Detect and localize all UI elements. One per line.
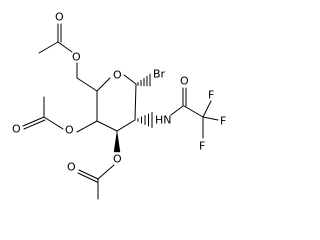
pyranose-ring bbox=[96, 74, 137, 132]
ring-oxygen-label: O bbox=[113, 69, 122, 82]
bond-carbonyl-cf3 bbox=[183, 105, 204, 118]
ring-bond-c5-o bbox=[96, 77, 111, 92]
bond-o4-carbonyl bbox=[43, 116, 64, 130]
bond-carbonyl-oxygen-4-a bbox=[22, 116, 45, 127]
ester-oxygen-4-label: O bbox=[65, 124, 74, 137]
ring-bond-c1-c2 bbox=[134, 83, 137, 121]
fluorine-1-label: F bbox=[208, 89, 214, 102]
anomeric-bromide: Br bbox=[137, 68, 166, 87]
bond-c5-c6 bbox=[76, 77, 98, 92]
hashed-bond-c2-n bbox=[137, 112, 153, 128]
ester-oxygen-3-label: O bbox=[113, 153, 122, 166]
amide-nitrogen-label: HN bbox=[155, 114, 172, 127]
wedge-bond-c3-o3 bbox=[113, 130, 121, 153]
fluorine-2-label: F bbox=[220, 115, 226, 128]
bond-n-carbonyl bbox=[170, 105, 184, 116]
acetate-group-c6: O O bbox=[38, 11, 98, 92]
acetate-group-c4: O O bbox=[12, 96, 98, 137]
carbonyl-oxygen-4-label: O bbox=[12, 123, 21, 136]
bond-carbonyl-oxygen-4-b bbox=[23, 119, 46, 130]
bond-o3-carbonyl bbox=[97, 164, 115, 180]
structure-svg: Br O O O O O O bbox=[12, 11, 226, 200]
bond-c4-o4 bbox=[76, 120, 98, 133]
amide-carbonyl-oxygen-label: O bbox=[180, 75, 189, 88]
bond-o6-carbonyl bbox=[57, 41, 73, 53]
hashed-bond-c1-br bbox=[137, 73, 151, 87]
ester-oxygen-6-label: O bbox=[72, 51, 81, 64]
carbonyl-oxygen-6-label: O bbox=[55, 11, 64, 24]
ring-bond-c2-c3 bbox=[116, 119, 136, 132]
molecule-structure-diagram: Br O O O O O O bbox=[12, 11, 226, 200]
trifluoroacetamide-group: HN O F F F bbox=[137, 75, 226, 153]
bond-cf3-f2 bbox=[202, 116, 219, 121]
acetate-group-c3: O O bbox=[67, 130, 122, 200]
ring-bond-c3-c4 bbox=[96, 120, 118, 132]
fluorine-3-label: F bbox=[199, 140, 205, 153]
bond-carbonyl-oxygen-3-a bbox=[78, 169, 99, 180]
bond-carbonyl-methyl-6 bbox=[38, 41, 59, 54]
ring-bond-o-c1 bbox=[123, 74, 137, 85]
bromine-atom-label: Br bbox=[153, 68, 166, 81]
carbonyl-oxygen-3-label: O bbox=[67, 161, 76, 174]
bond-carbonyl-oxygen-3-b bbox=[77, 172, 98, 183]
bond-cf3-f1 bbox=[202, 100, 212, 118]
